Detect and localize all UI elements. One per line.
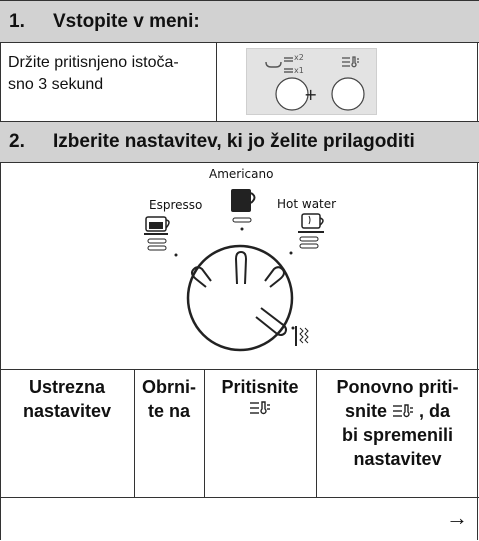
hold-instruction-line2: sno 3 sekund [8, 76, 104, 93]
x2-label: x2 [294, 53, 304, 62]
table-divider-2 [204, 369, 205, 497]
step1-divider [216, 43, 217, 121]
cell-again-line3: bi spremenili [341, 425, 454, 445]
hold-instruction-line1: Držite pritisnjeno istoča- [8, 54, 179, 71]
americano-label: Americano [209, 167, 274, 181]
cell-turn-line2: te na [147, 401, 190, 421]
selection-dial [144, 189, 324, 352]
cell-again-line2a: snite [344, 401, 387, 421]
dial-pointer-hot-water [264, 266, 285, 288]
table-cell-press-again: Ponovno priti- snite , da bi spremenili … [316, 375, 479, 495]
cell-again-line2: snite , da [345, 399, 450, 423]
cell-setting-line2: nastavitev [22, 401, 112, 421]
temperature-icon [342, 56, 359, 68]
dial-pointer-steam [255, 307, 287, 336]
cell-again-line4: nastavitev [353, 449, 442, 469]
step1-header: 1. Vstopite v meni: [0, 0, 479, 43]
plus-sign: + [304, 85, 317, 104]
table-divider-1 [134, 369, 135, 497]
table-divider-3 [316, 369, 317, 497]
cup-size-icon [265, 57, 293, 73]
cell-press-line1: Pritisnite [221, 377, 299, 397]
table-top-border [0, 369, 479, 370]
next-arrow-icon: → [446, 505, 468, 530]
table-cell-press: Pritisnite [204, 375, 316, 495]
temperature-icon [393, 404, 413, 418]
temperature-button[interactable] [331, 77, 365, 111]
table-cell-turn: Obrni- te na [134, 375, 204, 495]
temperature-icon [250, 401, 270, 415]
button-panel-drawing: x2 x1 + [265, 53, 365, 111]
step2-title: Izberite nastavitev, ki jo želite prilag… [53, 131, 415, 152]
cell-again-line2b: , da [419, 401, 451, 421]
cell-setting-line1: Ustrezna [28, 377, 106, 397]
step1-number: 1. [9, 10, 25, 32]
step1-title: Vstopite v meni: [53, 10, 200, 32]
hot-water-label: Hot water [277, 197, 337, 211]
table-bottom-border [0, 497, 479, 498]
cell-turn-line1: Obrni- [142, 377, 196, 397]
step2-number: 2. [9, 131, 25, 152]
cell-again-line1: Ponovno priti- [336, 377, 459, 397]
espresso-icon [144, 216, 178, 257]
dial-pointers [191, 250, 287, 336]
hot-water-icon [289, 213, 324, 255]
espresso-label: Espresso [149, 198, 203, 212]
cup-size-button[interactable] [275, 77, 309, 111]
x1-label: x1 [294, 66, 304, 75]
dial-pointer-americano [234, 250, 248, 285]
table-cell-setting: Ustrezna nastavitev [0, 375, 134, 495]
step2-header: 2. Izberite nastavitev, ki jo želite pri… [0, 121, 479, 163]
hold-instruction: Držite pritisnjeno istoča- sno 3 sekund [8, 52, 208, 96]
steam-icon [291, 326, 309, 346]
americano-icon [231, 189, 256, 231]
dial-pointer-espresso [191, 266, 212, 288]
